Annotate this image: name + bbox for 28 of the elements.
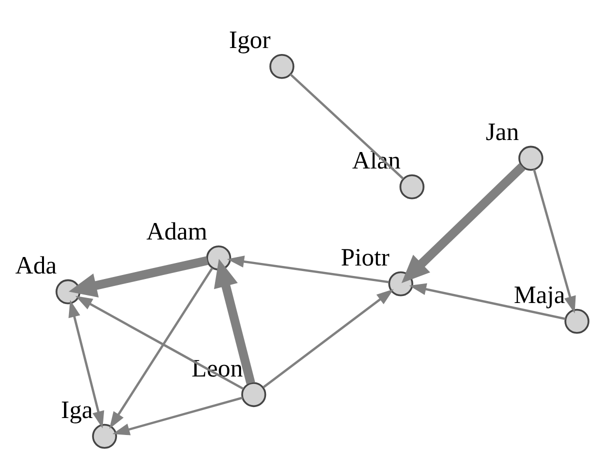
arrow	[532, 168, 576, 313]
arrow	[75, 295, 244, 390]
node-label: Igor	[229, 26, 271, 54]
node-circle	[564, 308, 590, 334]
node-label: Ada	[15, 252, 57, 279]
node-label: Jan	[486, 118, 519, 146]
arrow	[226, 255, 389, 283]
arrow	[109, 266, 214, 428]
node-circle	[92, 423, 118, 448]
arrow	[214, 258, 256, 384]
node-circle	[56, 278, 81, 304]
node-circle	[206, 245, 232, 270]
node-circle	[269, 53, 294, 78]
node-label: Piotr	[340, 244, 390, 271]
arrow	[262, 288, 394, 388]
arrow	[402, 162, 526, 283]
connector	[290, 72, 404, 180]
node-label: Adam	[146, 218, 208, 246]
arrow	[68, 256, 208, 297]
arrow	[409, 282, 566, 320]
arrow	[68, 300, 104, 428]
node-label: Maja	[514, 281, 566, 308]
node-circle	[518, 145, 544, 170]
node-circle	[241, 382, 266, 407]
arrow	[112, 396, 243, 435]
node-label: Iga	[61, 396, 93, 424]
node-circle	[400, 174, 424, 199]
node-circle	[388, 270, 414, 296]
